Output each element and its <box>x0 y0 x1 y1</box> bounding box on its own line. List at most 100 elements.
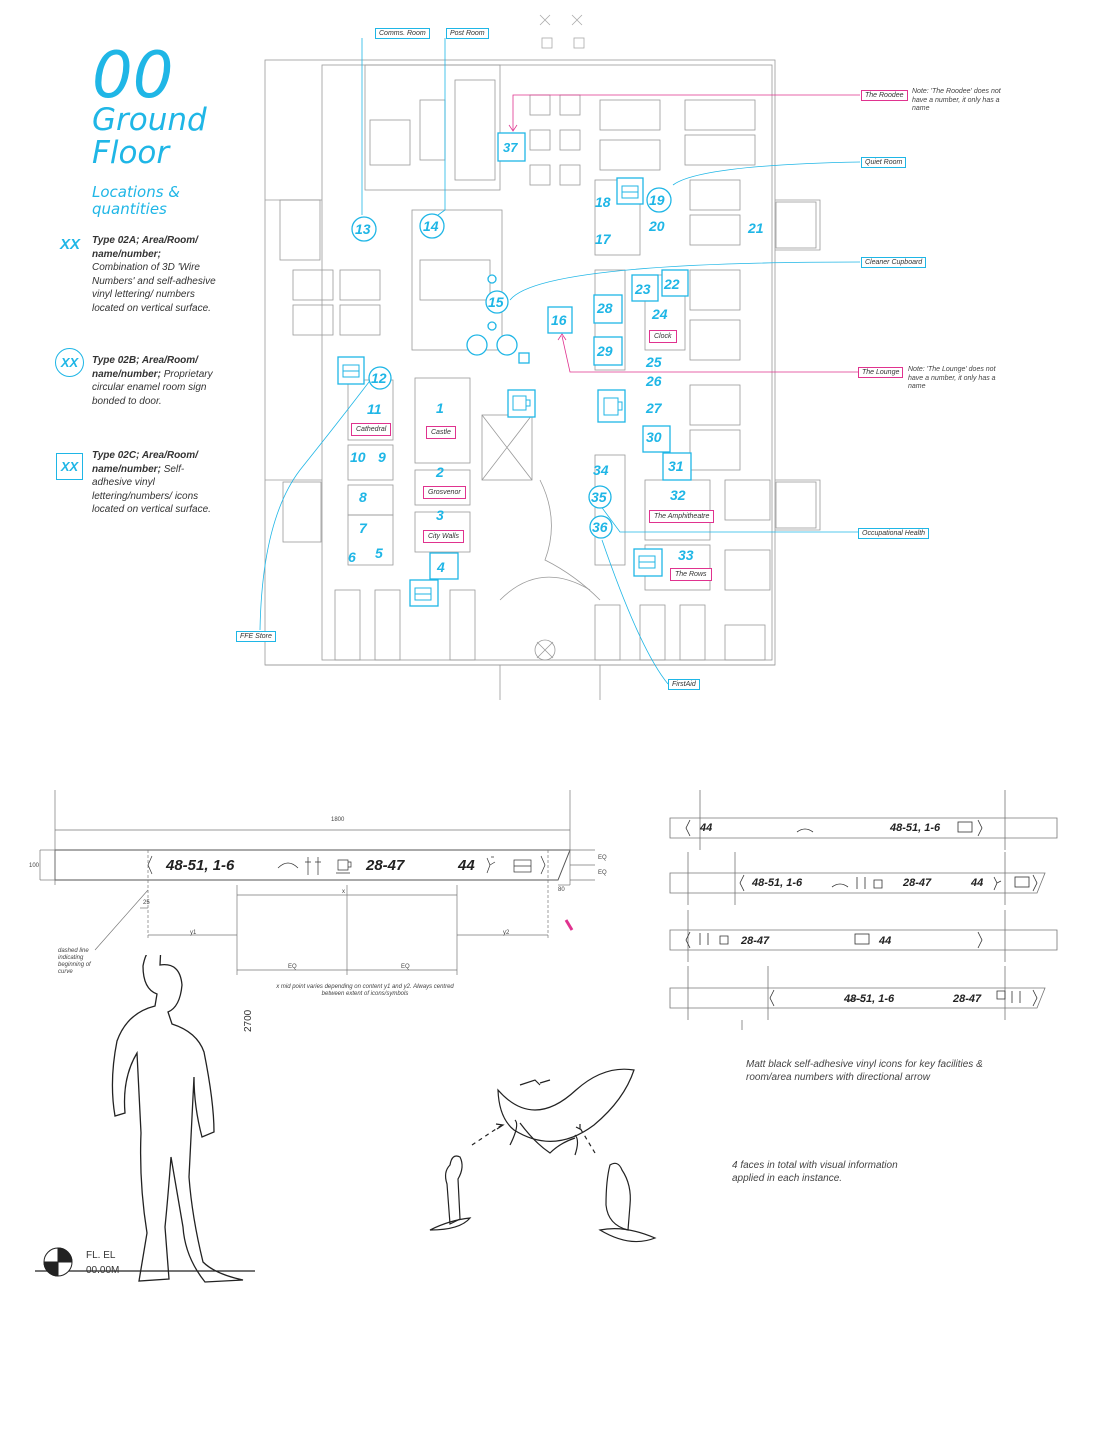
dim-y1: y1 <box>190 930 197 936</box>
location-number-30: 30 <box>646 429 662 445</box>
legend-item-02a: Type 02A; Area/Room/ name/number; Combin… <box>92 235 216 314</box>
callout-the-lounge: The Lounge <box>858 367 904 378</box>
room-grosvenor: Grosvenor <box>423 486 466 499</box>
location-number-21: 21 <box>748 220 764 236</box>
location-number-35: 35 <box>591 489 607 505</box>
location-number-6: 6 <box>348 549 356 565</box>
legend-item-02b: Type 02B; Area/Room/ name/number; Propri… <box>92 355 213 407</box>
location-number-11: 11 <box>367 401 382 417</box>
location-number-5: 5 <box>375 545 383 561</box>
subtitle-line1: Locations & <box>92 183 180 201</box>
note-dashed-line: dashed line indicating beginning of curv… <box>58 948 91 975</box>
room-cathedral: Cathedral <box>351 423 392 436</box>
floor-title-line2: Floor <box>92 135 170 171</box>
person-silhouette <box>35 955 255 1283</box>
caption-vinyl-icons: Matt black self-adhesive vinyl icons for… <box>746 1059 983 1083</box>
floor-level-value: 00.00M <box>86 1265 120 1276</box>
main-sign-text-right: 44 <box>458 857 475 874</box>
location-number-28: 28 <box>597 300 613 316</box>
location-number-26: 26 <box>646 373 662 389</box>
callout-post-room: Post Room <box>446 28 489 39</box>
caption-four-faces: 4 faces in total with visual information… <box>732 1160 898 1184</box>
location-number-34: 34 <box>593 462 609 478</box>
floor-number: 00 <box>92 39 174 113</box>
floor-title-line1: Ground <box>92 102 207 138</box>
location-number-24: 24 <box>652 306 668 322</box>
dim-eq-4: EQ <box>401 964 410 970</box>
room-the-amphitheatre: The Amphitheatre <box>649 510 715 523</box>
location-number-25: 25 <box>646 354 662 370</box>
location-number-29: 29 <box>597 343 613 359</box>
location-number-3: 3 <box>436 507 444 523</box>
callout-the-roodee: The Roodee <box>861 90 908 101</box>
location-number-4: 4 <box>437 559 445 575</box>
location-number-22: 22 <box>664 276 680 292</box>
room-clock: Clock <box>649 330 677 343</box>
main-sign-text-mid: 28-47 <box>366 857 405 874</box>
dim-height: 100 <box>29 863 40 869</box>
location-number-10: 10 <box>350 449 366 465</box>
location-number-33: 33 <box>678 547 694 563</box>
dim-eq-3: EQ <box>288 964 297 970</box>
sign-elevation-drawing <box>39 790 595 975</box>
legend-mark-02c: XX <box>56 453 83 480</box>
dim-25: 25 <box>143 900 150 906</box>
location-number-14: 14 <box>423 218 439 234</box>
note-lounge: Note: 'The Lounge' does not have a numbe… <box>908 366 996 390</box>
face1-text-b: 48-51, 1-6 <box>890 822 941 834</box>
main-sign-text-left: 48-51, 1-6 <box>166 857 235 874</box>
dim-80: 80 <box>558 887 565 893</box>
callout-comms-room: Comms. Room <box>375 28 430 39</box>
location-number-20: 20 <box>649 218 665 234</box>
face4-text-b: 28-47 <box>953 993 982 1005</box>
face1-text-a: 44 <box>700 822 713 834</box>
location-number-16: 16 <box>551 312 567 328</box>
location-number-23: 23 <box>635 281 651 297</box>
face3-text-a: 28-47 <box>741 935 770 947</box>
legend-mark-02a: XX <box>59 236 80 253</box>
callout-first-aid: FirstAid <box>668 679 700 690</box>
face2-text-b: 28-47 <box>903 877 932 889</box>
callout-cleaner-cupboard: Cleaner Cupboard <box>861 257 927 268</box>
face2-text-c: 44 <box>971 877 984 889</box>
location-number-2: 2 <box>436 464 444 480</box>
subtitle-line2: quantities <box>92 200 167 218</box>
location-number-31: 31 <box>668 458 684 474</box>
callout-occupational-health: Occupational Health <box>858 528 930 539</box>
dim-width: 1800 <box>331 817 345 823</box>
dim-2700: 2700 <box>243 1009 254 1032</box>
legend-mark-02b: XX <box>55 348 84 377</box>
face3-text-b: 44 <box>879 935 892 947</box>
room-city-walls: City Walls <box>423 530 464 543</box>
location-number-27: 27 <box>646 400 662 416</box>
face4-text-a: 48-51, 1-6 <box>844 993 895 1005</box>
location-number-9: 9 <box>378 449 386 465</box>
location-number-1: 1 <box>436 400 444 416</box>
location-number-8: 8 <box>359 489 367 505</box>
sign-sketch <box>429 1068 657 1243</box>
note-roodee: Note: 'The Roodee' does not have a numbe… <box>912 88 1001 112</box>
location-number-12: 12 <box>371 370 387 386</box>
location-number-32: 32 <box>670 487 686 503</box>
face2-text-a: 48-51, 1-6 <box>752 877 803 889</box>
location-number-17: 17 <box>595 231 611 247</box>
dim-eq-2: EQ <box>598 870 607 876</box>
location-number-36: 36 <box>592 519 608 535</box>
location-number-19: 19 <box>649 192 665 208</box>
dim-y2: y2 <box>503 930 510 936</box>
callout-ffe-store: FFE Store <box>236 631 276 642</box>
location-number-13: 13 <box>355 221 371 237</box>
legend-item-02c: Type 02C; Area/Room/ name/number; Self-a… <box>92 450 211 515</box>
floor-plan <box>259 14 861 700</box>
dim-eq-1: EQ <box>598 855 607 861</box>
floor-level-label: FL. EL <box>86 1250 116 1261</box>
room-castle: Castle <box>426 426 456 439</box>
sign-faces-drawing <box>669 790 1058 1030</box>
location-number-18: 18 <box>595 194 611 210</box>
location-number-7: 7 <box>359 520 367 536</box>
location-number-15: 15 <box>488 294 504 310</box>
location-number-37: 37 <box>503 140 518 155</box>
room-the-rows: The Rows <box>670 568 712 581</box>
dim-x: x <box>342 889 345 895</box>
callout-quiet-room: Quiet Room <box>861 157 907 168</box>
